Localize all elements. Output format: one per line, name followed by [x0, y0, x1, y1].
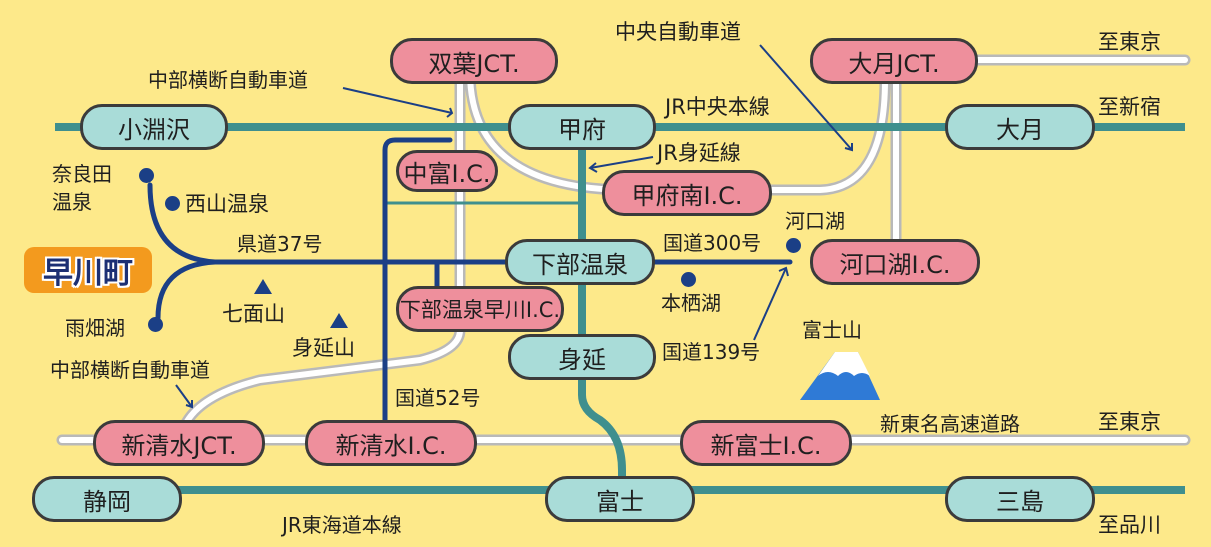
- label-route-52: 国道52号: [395, 386, 481, 410]
- mt-fuji-icon: [800, 352, 880, 400]
- station-shizuoka[interactable]: 静岡: [32, 476, 182, 522]
- jr-minobu-line: [578, 127, 626, 490]
- label-amahatako: 雨畑湖: [65, 316, 125, 340]
- label-chuo-expressway: 中央自動車道: [615, 20, 741, 44]
- label-route-139: 国道139号: [662, 340, 761, 364]
- arrow-minobu-head: [588, 162, 598, 173]
- chubu-odan-expressway: [182, 77, 463, 428]
- arrow-139: [753, 267, 787, 341]
- arrow-139-head: [778, 266, 789, 277]
- station-shimobe-onsen[interactable]: 下部温泉: [505, 239, 655, 285]
- station-otsuki[interactable]: 大月: [945, 104, 1095, 150]
- label-jr-minobu: JR身延線: [657, 141, 741, 165]
- road-52: [382, 137, 453, 423]
- motosuko-dot: [681, 272, 696, 287]
- ic-shimobe-hayakawa[interactable]: 下部温泉早川I.C.: [396, 286, 564, 332]
- mt-shichimen-icon: [254, 279, 272, 294]
- station-kobuchizawa[interactable]: 小淵沢: [80, 104, 228, 150]
- arrow-chubu-odan: [342, 87, 453, 114]
- arrow-chuo: [759, 44, 853, 151]
- label-chubu-odan-top: 中部横断自動車道: [148, 68, 308, 92]
- label-chubu-odan-bottom: 中部横断自動車道: [50, 358, 210, 382]
- label-motosuko: 本栖湖: [661, 291, 721, 315]
- ic-shin-shimizu[interactable]: 新清水I.C.: [305, 420, 477, 466]
- label-route-37: 県道37号: [237, 232, 323, 256]
- amahatako-dot: [148, 317, 163, 332]
- station-kofu[interactable]: 甲府: [508, 104, 656, 150]
- ic-shin-fuji[interactable]: 新富士I.C.: [680, 420, 852, 466]
- ic-kofu-minami[interactable]: 甲府南I.C.: [602, 170, 772, 216]
- label-to-shinjuku: 至新宿: [1098, 95, 1161, 119]
- label-mt-shichimen: 七面山: [222, 302, 285, 326]
- label-route-300: 国道300号: [663, 231, 762, 255]
- label-mt-minobu: 身延山: [292, 336, 355, 360]
- town-badge: 早川町: [24, 247, 152, 293]
- narada-onsen-dot: [139, 168, 154, 183]
- arrow-chubu-odan-bottom-head: [185, 400, 193, 409]
- station-mishima[interactable]: 三島: [945, 476, 1095, 522]
- arrow-chubu-odan-bottom: [175, 384, 193, 408]
- label-jr-tokaido: JR東海道本線: [282, 513, 402, 537]
- station-fuji[interactable]: 富士: [545, 476, 695, 522]
- ic-shin-shimizu-jct[interactable]: 新清水JCT.: [93, 420, 265, 466]
- label-to-tokyo-top: 至東京: [1098, 30, 1161, 54]
- nishiyama-onsen-dot: [165, 196, 180, 211]
- label-mt-fuji: 富士山: [802, 318, 862, 342]
- town-name: 早川町: [43, 256, 133, 291]
- label-jr-chuo: JR中央本線: [665, 95, 770, 119]
- label-to-shinagawa: 至品川: [1098, 513, 1161, 537]
- ic-kawaguchiko[interactable]: 河口湖I.C.: [810, 239, 980, 285]
- arrow-chubu-odan-head: [446, 107, 454, 118]
- ic-otsuki-jct[interactable]: 大月JCT.: [810, 38, 978, 84]
- ic-nakatomi[interactable]: 中富I.C.: [396, 150, 498, 192]
- arrow-chuo-head: [844, 143, 853, 152]
- mt-minobu-icon: [330, 313, 348, 328]
- road-narada: [147, 182, 218, 265]
- label-kawaguchiko-lake: 河口湖: [785, 209, 845, 233]
- road-amahata: [155, 259, 218, 321]
- arrow-minobu: [589, 156, 654, 169]
- station-minobu[interactable]: 身延: [508, 334, 656, 380]
- label-narada-onsen: 奈良田 温泉: [52, 162, 112, 214]
- label-nishiyama-onsen: 西山温泉: [185, 192, 269, 216]
- ic-futaba-jct[interactable]: 双葉JCT.: [390, 38, 558, 84]
- label-shin-tomei: 新東名高速道路: [880, 412, 1020, 436]
- label-to-tokyo-bottom: 至東京: [1098, 410, 1161, 434]
- kawaguchiko-dot: [786, 238, 801, 253]
